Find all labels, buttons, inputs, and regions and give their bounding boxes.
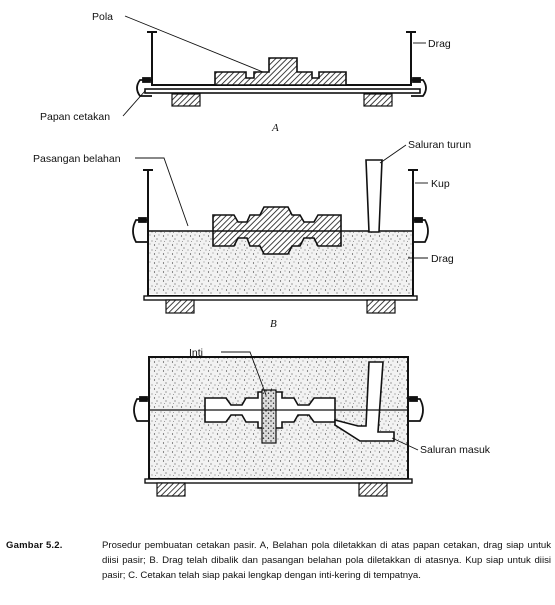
panel-letter: A [271,122,279,134]
caption-text: Prosedur pembuatan cetakan pasir. A, Bel… [102,540,551,581]
bottom-board [144,478,413,484]
caption-label: Gambar 5.2. [6,540,63,551]
feet [363,93,393,107]
panel-a: Pola Drag Papan cetakan A [40,11,451,134]
feet [156,482,186,497]
core-label: Inti [189,347,203,359]
sand-mold-figure: Pola Drag Papan cetakan A Pasang [33,11,491,497]
leader-line [391,437,419,451]
feet [165,299,195,314]
cope-label: Kup [431,178,450,190]
mold-board [144,88,421,94]
leader-line [379,144,407,164]
sprue-pin [365,159,383,233]
flask-handles [132,217,429,243]
panel-c: Inti Saluran masuk [133,347,491,497]
panel-b: Pasangan belahan Saluran turun Kup Drag … [33,139,471,330]
parting-label: Pasangan belahan [33,153,121,165]
dry-core [261,389,277,444]
drag-label: Drag [428,38,451,50]
leader-line [124,15,264,73]
pattern-label: Pola [92,11,113,23]
half-pattern [214,57,347,86]
sprue-label: Saluran turun [408,139,471,151]
panel-letter: B [270,318,277,330]
leader-line [221,351,267,396]
leader-line [135,157,189,227]
flask-handles [133,396,424,422]
feet [358,482,388,497]
bottom-board [143,295,418,301]
drag-label: Drag [431,253,454,265]
flask-handles [136,77,427,97]
mold-board-label: Papan cetakan [40,111,110,123]
feet [171,93,201,107]
sprue-and-gate [334,361,395,442]
gate-label: Saluran masuk [420,444,491,456]
leader-line [122,90,146,117]
feet [366,299,396,314]
